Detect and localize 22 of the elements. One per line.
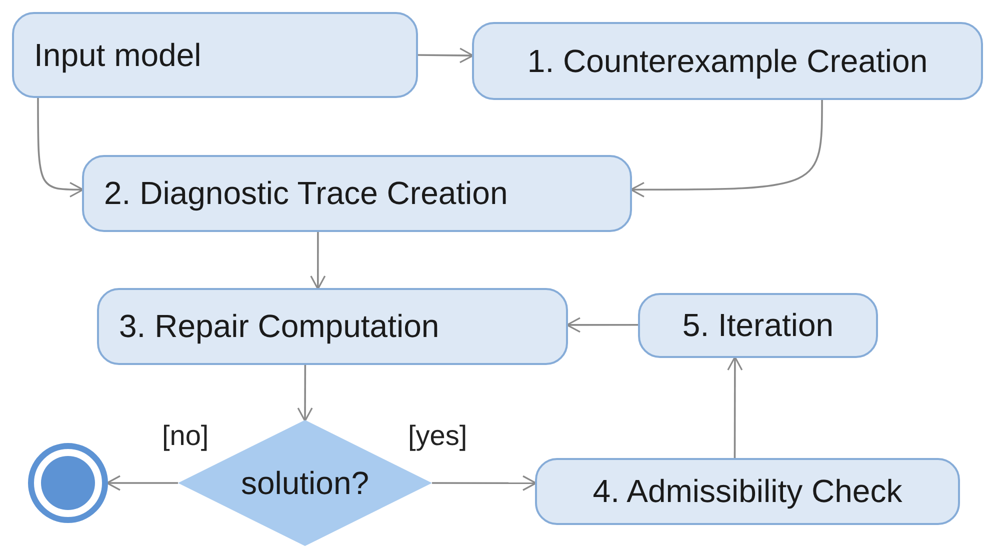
arrow bbox=[297, 365, 313, 422]
activity-label: 3. Repair Computation bbox=[119, 308, 440, 345]
arrow bbox=[418, 48, 474, 64]
activity-label: 5. Iteration bbox=[682, 307, 834, 344]
activity-box bbox=[82, 155, 632, 232]
activity-box bbox=[535, 458, 960, 525]
activity-box bbox=[12, 12, 418, 98]
arrow bbox=[37, 98, 84, 198]
arrow bbox=[630, 100, 823, 198]
activity-box bbox=[97, 288, 568, 365]
activity-label: 1. Counterexample Creation bbox=[527, 42, 928, 80]
activity-box bbox=[472, 22, 983, 100]
arrow bbox=[727, 356, 743, 458]
activity-label: Input model bbox=[34, 36, 202, 74]
arrow bbox=[310, 232, 326, 290]
activity-label: 4. Admissibility Check bbox=[592, 473, 902, 510]
activity-box bbox=[638, 293, 878, 358]
arrow bbox=[106, 475, 178, 491]
decision-label: solution? bbox=[240, 464, 370, 502]
activity-label: 2. Diagnostic Trace Creation bbox=[104, 175, 508, 212]
arrow bbox=[432, 475, 537, 491]
arrow bbox=[566, 317, 638, 333]
